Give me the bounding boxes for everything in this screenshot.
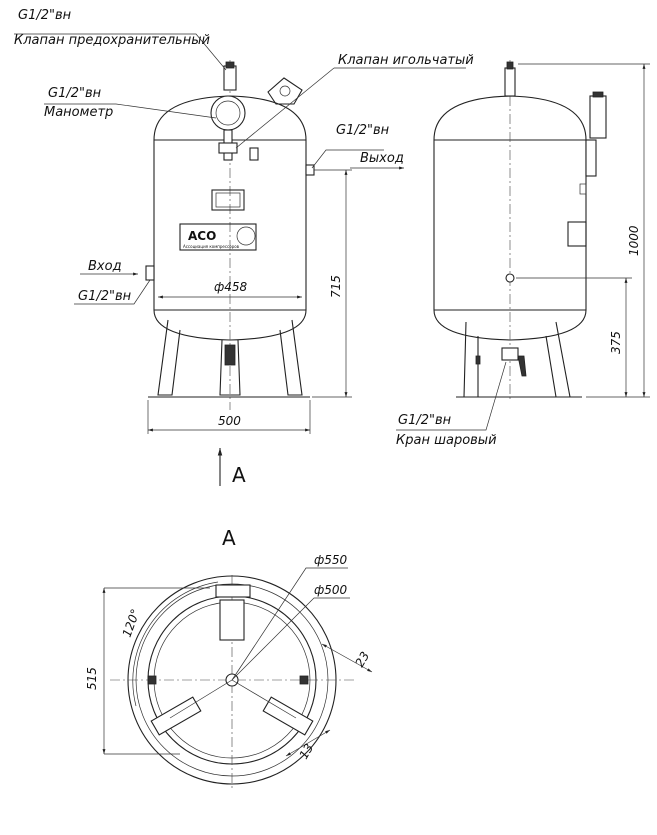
lifting-bracket	[267, 77, 303, 105]
plan-dim-depth: 515	[85, 667, 99, 690]
plan-view: 515 120°	[85, 567, 373, 790]
front-view: ACO Ассоциация компрессоров ф458 500 715	[14, 33, 466, 434]
drain-port-side	[505, 273, 515, 283]
side-leg-right	[545, 321, 571, 398]
callout-safety-valve: Клапан предохранительный	[14, 33, 210, 48]
logo-plate	[179, 223, 257, 251]
nameplate-frame	[211, 189, 245, 211]
safety-valve-side	[504, 67, 516, 97]
callout-gauge: Манометр	[44, 105, 113, 120]
dim-height-outlet: 715	[329, 275, 343, 298]
front-leg-right	[279, 319, 303, 396]
logo-subtext: Ассоциация компрессоров	[183, 244, 240, 249]
dim-height-drain: 375	[609, 331, 623, 354]
plan-leg-left	[150, 696, 202, 736]
plan-dim-foot-a: 23	[352, 649, 372, 669]
callout-inlet: Вход	[88, 259, 122, 274]
dim-diameter-front: ф458	[214, 280, 248, 294]
needle-valve	[218, 142, 238, 154]
view-arrow-label: A	[232, 463, 246, 487]
callout-gauge-thread: G1/2"вн	[48, 86, 102, 101]
gauge-side	[589, 95, 607, 139]
front-leg-left	[157, 319, 181, 396]
callout-outlet-thread: G1/2"вн	[336, 123, 390, 138]
logo-side	[567, 221, 587, 247]
callout-needle-valve: Клапан игольчатый	[338, 53, 474, 68]
plan-dim-d-inner: ф500	[314, 583, 348, 597]
inlet-fitting	[145, 265, 155, 281]
plan-dim-d-outer: ф550	[314, 553, 348, 567]
logo-text: ACO	[188, 229, 216, 243]
plan-dim-angle: 120°	[120, 607, 143, 639]
front-leg-center	[219, 339, 241, 396]
plan-leg-right	[262, 696, 314, 736]
ball-valve-side	[501, 347, 519, 361]
callout-safety-thread: G1/2"вн	[18, 8, 72, 23]
dim-width-base: 500	[218, 414, 241, 428]
section-label: A	[222, 526, 236, 550]
plan-top-fitting	[215, 584, 251, 598]
callout-outlet: Выход	[360, 151, 404, 166]
callout-drain-thread: G1/2"вн	[398, 413, 452, 428]
plan-dim-foot-b: 13	[296, 741, 316, 761]
side-view: 1000 375	[396, 60, 650, 431]
callout-ball-valve: Кран шаровый	[396, 433, 497, 448]
dim-height-total: 1000	[627, 225, 641, 256]
callout-inlet-thread: G1/2"вн	[78, 289, 132, 304]
